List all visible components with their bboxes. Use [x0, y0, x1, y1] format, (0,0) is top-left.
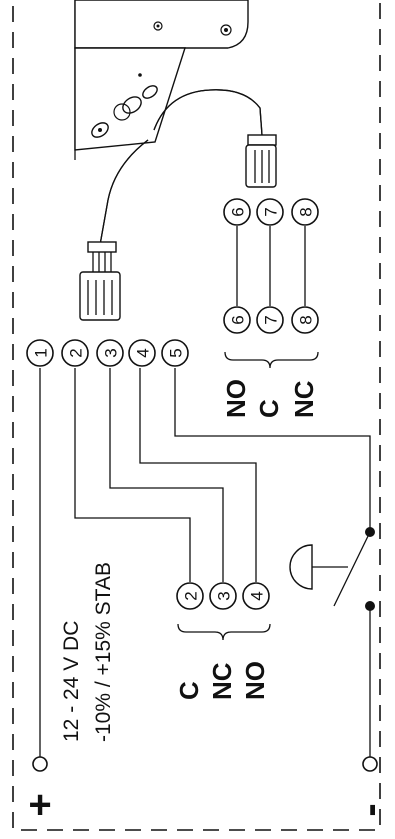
- terminal-3-label: 3: [215, 591, 234, 600]
- relay-label-no: NO: [240, 661, 270, 700]
- terminal-2-circle: [176, 582, 204, 610]
- relay-label-c: C: [174, 681, 204, 700]
- push-button-switch: [289, 527, 375, 611]
- supply-tolerance-label: -10% / +15% STAB: [92, 562, 115, 742]
- wires: [39, 226, 371, 757]
- terminal-7-circle: [256, 198, 284, 226]
- terminal-block-upper-right: 6 7 8: [223, 198, 319, 226]
- connector-lower: [79, 241, 121, 321]
- brace-right: [224, 351, 319, 369]
- terminal-2-label: 2: [182, 591, 201, 600]
- connector-upper: [245, 134, 277, 188]
- terminal-3-circle: [209, 582, 237, 610]
- terminal-8-circle: [291, 198, 319, 226]
- terminal-8-label: 8: [297, 315, 316, 324]
- terminal-4-circle: [242, 582, 270, 610]
- enclosure-border: [12, 0, 381, 831]
- cable-lower: [99, 139, 149, 246]
- terminal-2-circle: [61, 339, 89, 367]
- terminal-7-label: 7: [262, 315, 281, 324]
- terminal-4-label: 4: [248, 591, 267, 600]
- terminal-6-circle: [223, 306, 251, 334]
- terminal-2-label: 2: [67, 348, 86, 357]
- terminal-block-main: 1 2 3 4 5: [26, 339, 189, 367]
- supply-plus-terminal: [32, 756, 48, 772]
- terminal-1-circle: [26, 339, 54, 367]
- lock-hardware: [74, 0, 249, 160]
- supply-minus-sign: -: [348, 803, 392, 816]
- terminal-8-circle: [291, 306, 319, 334]
- terminal-3-circle: [96, 339, 124, 367]
- relay-label-nc: NC: [289, 380, 319, 418]
- terminal-5-label: 5: [167, 348, 186, 357]
- terminal-8-label: 8: [297, 207, 316, 216]
- terminal-block-lower-right: 6 7 8: [223, 306, 319, 334]
- relay-label-nc: NC: [207, 662, 237, 700]
- terminal-4-label: 4: [134, 348, 153, 357]
- terminal-7-circle: [256, 306, 284, 334]
- terminal-5-circle: [161, 339, 189, 367]
- terminal-7-label: 7: [262, 207, 281, 216]
- brace-mid: [177, 623, 271, 641]
- supply-plus-sign: +: [28, 783, 51, 827]
- relay-label-c: C: [254, 399, 284, 418]
- terminal-3-label: 3: [102, 348, 121, 357]
- terminal-6-label: 6: [229, 207, 248, 216]
- terminal-1-label: 1: [32, 348, 51, 357]
- terminal-6-circle: [223, 198, 251, 226]
- supply-minus-terminal: [362, 756, 378, 772]
- supply-voltage-label: 12 - 24 V DC: [60, 621, 83, 742]
- relay-label-no: NO: [221, 379, 251, 418]
- terminal-6-label: 6: [229, 315, 248, 324]
- terminal-4-circle: [128, 339, 156, 367]
- terminal-block-middle: 2 3 4: [176, 582, 270, 610]
